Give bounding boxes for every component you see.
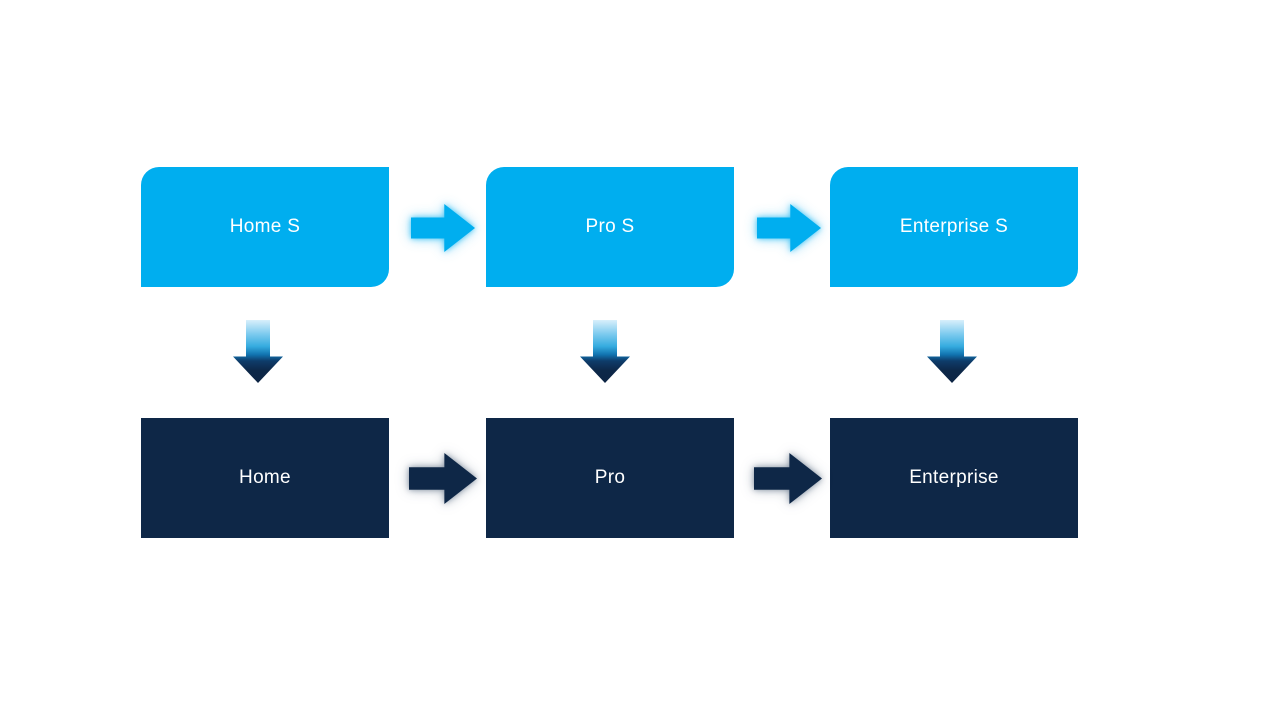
arrow-down-icon bbox=[927, 320, 977, 383]
node-pro: Pro bbox=[486, 418, 734, 538]
arrow-down-icon bbox=[233, 320, 283, 383]
node-pro-label: Pro bbox=[594, 467, 626, 488]
arrow-down-shape bbox=[580, 320, 630, 383]
node-home-label: Home bbox=[239, 467, 291, 488]
node-pro-s: Pro S bbox=[486, 167, 734, 287]
arrow-down-shape bbox=[927, 320, 977, 383]
node-enterprise-label: Enterprise bbox=[909, 467, 999, 488]
arrow-right-icon bbox=[754, 453, 822, 504]
node-pro-s-label: Pro S bbox=[585, 216, 635, 237]
arrow-right-shape bbox=[411, 204, 475, 252]
arrow-right-icon bbox=[409, 453, 477, 504]
node-home-s: Home S bbox=[141, 167, 389, 287]
node-home: Home bbox=[141, 418, 389, 538]
node-enterprise: Enterprise bbox=[830, 418, 1078, 538]
arrow-right-shape bbox=[409, 453, 477, 504]
arrow-down-shape bbox=[233, 320, 283, 383]
node-home-s-label: Home S bbox=[229, 216, 301, 237]
arrow-down-icon bbox=[580, 320, 630, 383]
arrow-right-shape bbox=[754, 453, 822, 504]
arrow-right-icon bbox=[411, 204, 475, 252]
node-enterprise-s: Enterprise S bbox=[830, 167, 1078, 287]
node-enterprise-s-label: Enterprise S bbox=[899, 216, 1009, 237]
arrow-right-shape bbox=[757, 204, 821, 252]
arrow-right-icon bbox=[757, 204, 821, 252]
